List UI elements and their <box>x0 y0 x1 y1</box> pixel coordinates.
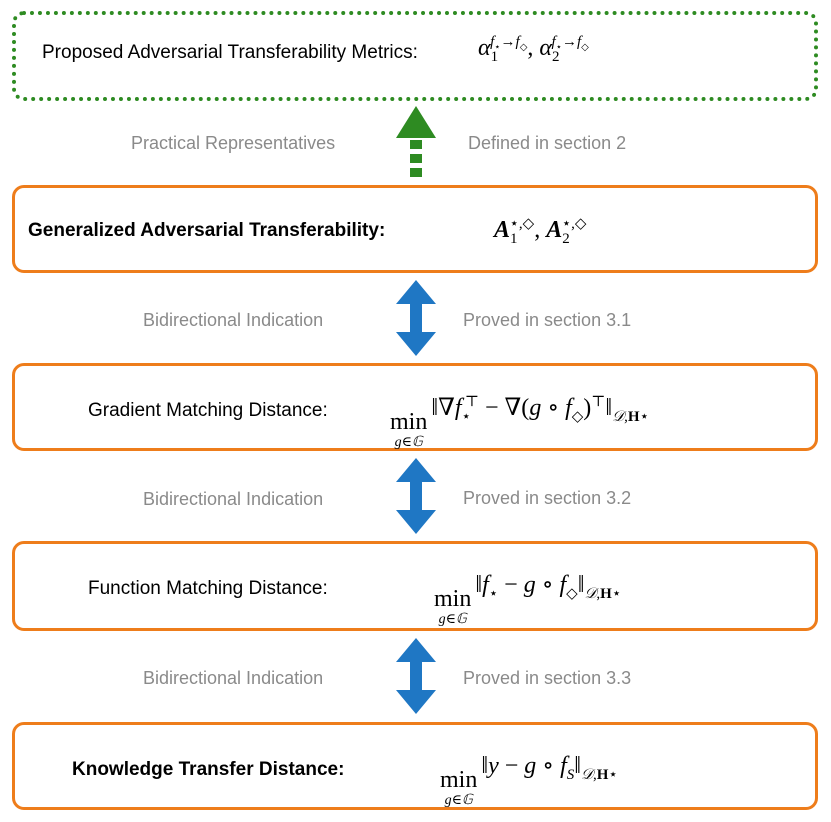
connector-3-left-text: Bidirectional Indication <box>143 668 324 688</box>
connector-0-right-text: Defined in section 2 <box>468 133 627 153</box>
connector-0-left-text: Practical Representatives <box>131 133 336 153</box>
proposed-metrics-label: Proposed Adversarial Transferability Met… <box>42 42 418 63</box>
knowledge-transfer-box <box>12 722 818 810</box>
gradient-matching-label: Gradient Matching Distance: <box>88 400 328 421</box>
connector-3-right-text: Proved in section 3.3 <box>463 668 632 688</box>
connector-2-right-text: Proved in section 3.2 <box>463 488 632 508</box>
bidirectional-arrow-3 <box>396 638 436 714</box>
bidirectional-arrow-1 <box>396 280 436 356</box>
bidirectional-arrow-2 <box>396 458 436 534</box>
green-dashed-up-arrow <box>396 106 436 177</box>
gradient-matching-box <box>12 363 818 451</box>
connector-2-left-text: Bidirectional Indication <box>143 489 324 509</box>
generalized-transferability-formula: A1⋆,◇, A2⋆,◇ <box>494 216 587 247</box>
function-matching-box <box>12 541 818 631</box>
function-matching-label: Function Matching Distance: <box>88 578 328 599</box>
knowledge-transfer-label: Knowledge Transfer Distance: <box>72 759 345 780</box>
connector-1-right-text: Proved in section 3.1 <box>463 310 632 330</box>
proposed-metrics-formula: α1f⋆→f◇, α2f⋆→f◇ <box>478 34 589 65</box>
generalized-transferability-label: Generalized Adversarial Transferability: <box>28 220 386 241</box>
proposed-metrics-box <box>12 11 818 101</box>
generalized-transferability-box <box>12 185 818 273</box>
connector-1-left-text: Bidirectional Indication <box>143 310 324 330</box>
